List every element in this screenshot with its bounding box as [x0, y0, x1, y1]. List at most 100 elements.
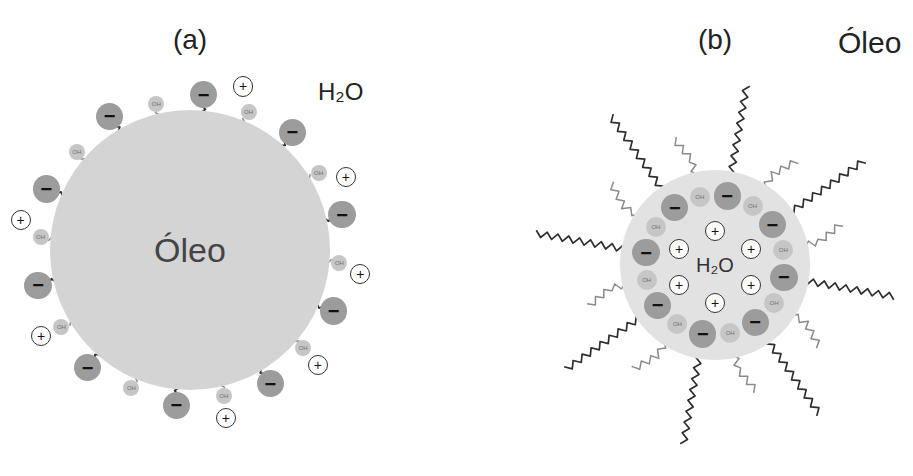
- hydrocarbon-chain: [611, 114, 670, 195]
- hydroxyl-head: OH: [53, 319, 69, 335]
- anionic-head: −: [33, 175, 60, 202]
- hydroxyl-head: OH: [216, 388, 232, 404]
- hydroxyl-head: OH: [33, 229, 49, 245]
- counter-ion-text: +: [675, 278, 683, 292]
- counter-ion-text: +: [222, 411, 230, 425]
- anionic-head: −: [689, 320, 716, 347]
- anionic-head: −: [632, 239, 659, 266]
- hydrocarbon-chain: [760, 335, 819, 416]
- hydrocarbon-chain: [564, 310, 645, 369]
- hydroxyl-head-text: OH: [726, 330, 735, 336]
- hydroxyl-head: OH: [148, 96, 164, 112]
- hydroxyl-head: OH: [637, 270, 657, 290]
- counter-ion: +: [669, 239, 689, 259]
- water-core: H₂O−−−−−−−−OHOHOHOHOHOHOHOH++++++: [620, 170, 810, 360]
- anionic-head-text: −: [328, 301, 340, 321]
- counter-ion: +: [669, 275, 689, 295]
- counter-ion-text: +: [342, 170, 350, 184]
- counter-ion-text: +: [747, 278, 755, 292]
- hydroxyl-head: OH: [123, 380, 139, 396]
- hydrocarbon-chain: [785, 161, 866, 220]
- hydroxyl-head-text: OH: [219, 393, 228, 399]
- anionic-head-text: −: [697, 324, 709, 344]
- anionic-head: −: [74, 354, 101, 381]
- hydroxyl-head: OH: [331, 255, 347, 271]
- anionic-head-text: −: [264, 374, 276, 394]
- hydroxyl-head-text: OH: [642, 277, 651, 283]
- hydroxyl-head-text: OH: [748, 203, 757, 209]
- hydroxyl-head: OH: [764, 293, 784, 313]
- hydrocarbon-chain: [680, 346, 703, 444]
- counter-ion-text: +: [711, 296, 719, 310]
- hydroxyl-head-text: OH: [152, 101, 161, 107]
- anionic-head: −: [96, 103, 123, 130]
- phase-label: Óleo: [838, 28, 901, 58]
- anionic-head-text: −: [198, 85, 210, 105]
- counter-ion: +: [233, 76, 253, 96]
- anionic-head-text: −: [32, 275, 44, 295]
- anionic-head-text: −: [82, 358, 94, 378]
- counter-ion: +: [216, 408, 236, 428]
- anionic-head-text: −: [336, 205, 348, 225]
- anionic-head-text: −: [669, 198, 681, 218]
- hydroxyl-head-text: OH: [314, 170, 323, 176]
- hydroxyl-head: OH: [773, 240, 793, 260]
- hydrocarbon-chain: [796, 277, 894, 300]
- hydroxyl-head: OH: [69, 144, 85, 160]
- anionic-head: −: [759, 211, 786, 238]
- counter-ion: +: [741, 275, 761, 295]
- hydroxyl-head: OH: [311, 165, 327, 181]
- hydroxyl-head: OH: [241, 104, 257, 120]
- counter-ion-text: +: [37, 329, 45, 343]
- counter-ion: +: [705, 293, 725, 313]
- hydroxyl-head-text: OH: [299, 345, 308, 351]
- hydroxyl-head-text: OH: [770, 300, 779, 306]
- hydroxyl-head: OH: [646, 217, 666, 237]
- anionic-head-text: −: [652, 295, 664, 315]
- anionic-head-text: −: [640, 243, 652, 263]
- hydroxyl-head-text: OH: [72, 149, 81, 155]
- anionic-head: −: [24, 272, 51, 299]
- hydrocarbon-chain: [536, 230, 634, 253]
- anionic-head: −: [279, 119, 306, 146]
- anionic-head-text: −: [721, 186, 733, 206]
- counter-ion: +: [741, 239, 761, 259]
- hydroxyl-head-text: OH: [36, 234, 45, 240]
- anionic-head: −: [644, 292, 671, 319]
- oil-droplet: Óleo: [50, 110, 330, 390]
- hydroxyl-head: OH: [690, 187, 710, 207]
- panel-label: (a): [173, 26, 207, 54]
- counter-ion-text: +: [314, 358, 322, 372]
- counter-ion: +: [11, 210, 31, 230]
- anionic-head-text: −: [766, 215, 778, 235]
- anionic-head: −: [742, 309, 769, 336]
- hydroxyl-head-text: OH: [779, 247, 788, 253]
- anionic-head: −: [328, 201, 355, 228]
- anionic-head-text: −: [171, 395, 183, 415]
- hydroxyl-head: OH: [720, 323, 740, 343]
- oil-droplet-text: Óleo: [154, 233, 226, 267]
- hydroxyl-head-text: OH: [335, 260, 344, 266]
- anionic-head: −: [190, 81, 217, 108]
- hydroxyl-head-text: OH: [651, 224, 660, 230]
- hydroxyl-head-text: OH: [244, 109, 253, 115]
- counter-ion: +: [705, 221, 725, 241]
- hydroxyl-head-text: OH: [57, 324, 66, 330]
- hydroxyl-head-text: OH: [695, 194, 704, 200]
- anionic-head: −: [163, 392, 190, 419]
- counter-ion-text: +: [747, 242, 755, 256]
- anionic-head-text: −: [778, 267, 790, 287]
- hydroxyl-head-text: OH: [673, 321, 682, 327]
- counter-ion-text: +: [239, 79, 247, 93]
- counter-ion: +: [308, 355, 328, 375]
- counter-ion-text: +: [17, 213, 25, 227]
- anionic-head: −: [770, 264, 797, 291]
- hydroxyl-head-text: OH: [127, 385, 136, 391]
- panel-label: (b): [698, 26, 732, 54]
- counter-ion-text: +: [675, 242, 683, 256]
- water-core-text: H₂O: [696, 255, 734, 275]
- anionic-head-text: −: [286, 122, 298, 142]
- anionic-head: −: [661, 194, 688, 221]
- anionic-head: −: [257, 370, 284, 397]
